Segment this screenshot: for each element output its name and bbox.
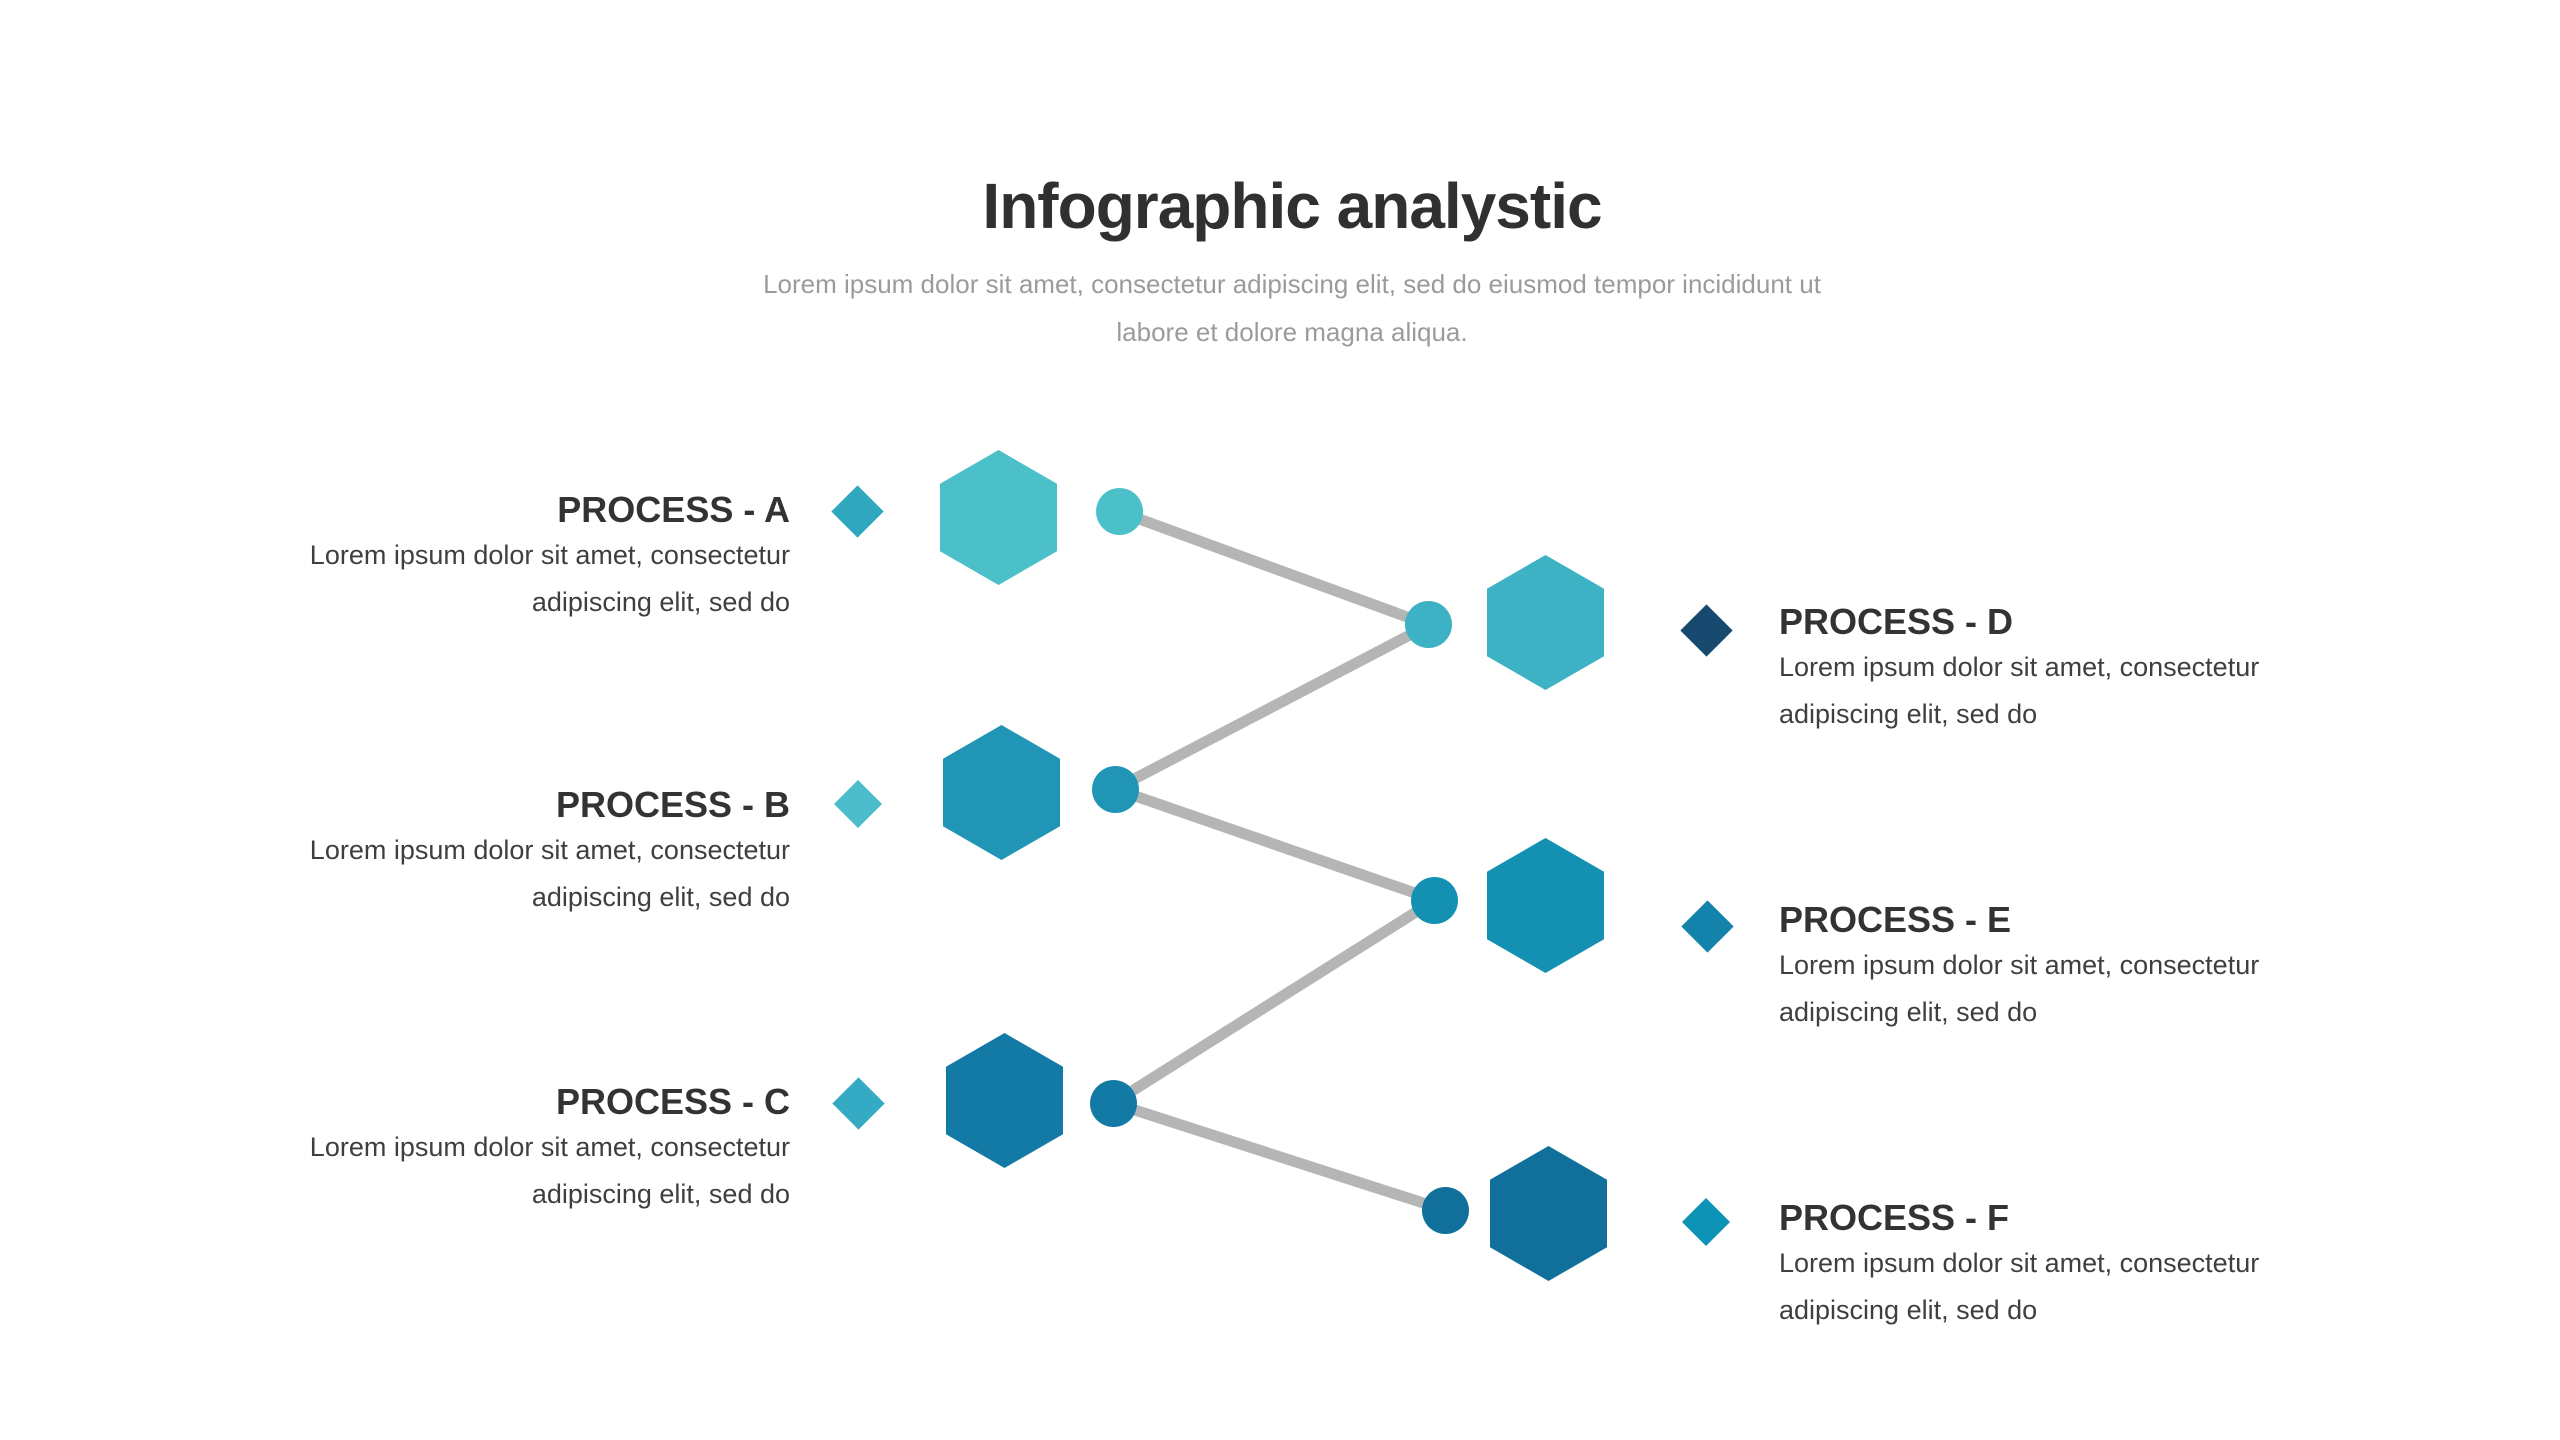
process-c-description: Lorem ipsum dolor sit amet, consectetur …: [309, 1132, 790, 1209]
dot-b: [1092, 766, 1139, 813]
connector-e-c: [1110, 895, 1438, 1108]
process-f-title: PROCESS - F: [1779, 1197, 2010, 1238]
dot-a: [1096, 488, 1143, 535]
connector-b-e: [1113, 783, 1437, 906]
connector-d-b: [1112, 620, 1432, 794]
process-item-d: PROCESS - D Lorem ipsum dolor sit amet, …: [1779, 600, 2419, 738]
process-b-title: PROCESS - B: [555, 784, 790, 825]
dot-d: [1405, 601, 1452, 648]
hexagon-a: [940, 450, 1057, 585]
page-subtitle-line2: labore et dolore magna aliqua.: [1116, 317, 1468, 347]
page-title: Infographic analystic: [982, 170, 1602, 242]
process-f-description: Lorem ipsum dolor sit amet, consectetur …: [1779, 1248, 2260, 1325]
process-item-c: PROCESS - C Lorem ipsum dolor sit amet, …: [150, 1080, 790, 1218]
process-c-title: PROCESS - C: [555, 1081, 790, 1122]
page-subtitle-line1: Lorem ipsum dolor sit amet, consectetur …: [763, 269, 1821, 299]
hexagon-e: [1487, 838, 1604, 973]
dot-e: [1411, 877, 1458, 924]
process-b-description: Lorem ipsum dolor sit amet, consectetur …: [309, 835, 790, 912]
process-d-title: PROCESS - D: [1779, 601, 2014, 642]
dot-f: [1422, 1187, 1469, 1234]
process-a-description: Lorem ipsum dolor sit amet, consectetur …: [309, 540, 790, 617]
connector-c-f: [1111, 1097, 1447, 1216]
process-item-f: PROCESS - F Lorem ipsum dolor sit amet, …: [1779, 1196, 2419, 1334]
hexagon-f: [1490, 1146, 1607, 1281]
process-item-a: PROCESS - A Lorem ipsum dolor sit amet, …: [150, 488, 790, 626]
page-subtitle: Lorem ipsum dolor sit amet, consectetur …: [32, 260, 2552, 356]
hexagon-c: [946, 1033, 1063, 1168]
dot-c: [1090, 1080, 1137, 1127]
hexagon-d: [1487, 555, 1604, 690]
process-item-e: PROCESS - E Lorem ipsum dolor sit amet, …: [1779, 898, 2419, 1036]
hexagon-b: [943, 725, 1060, 860]
header: Infographic analystic Lorem ipsum dolor …: [32, 168, 2552, 356]
process-e-description: Lorem ipsum dolor sit amet, consectetur …: [1779, 950, 2260, 1027]
process-item-b: PROCESS - B Lorem ipsum dolor sit amet, …: [150, 783, 790, 921]
process-a-title: PROCESS - A: [557, 489, 790, 530]
process-e-title: PROCESS - E: [1779, 899, 2012, 940]
connector-a-d: [1118, 506, 1431, 631]
process-d-description: Lorem ipsum dolor sit amet, consectetur …: [1779, 652, 2260, 729]
